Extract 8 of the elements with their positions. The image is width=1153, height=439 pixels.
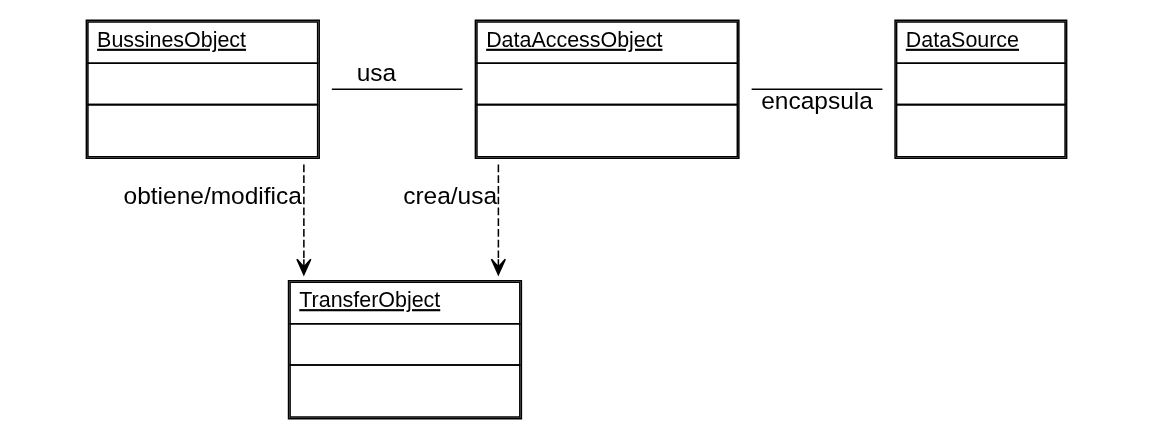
edge-label: usa — [356, 59, 397, 87]
arrow — [490, 163, 507, 276]
edge-label: crea/usa — [403, 181, 498, 209]
connector — [750, 88, 884, 91]
edge-label: encapsula — [761, 86, 873, 114]
arrow — [296, 163, 312, 276]
connector — [331, 88, 464, 91]
edge-label: obtiene/modifica — [123, 181, 302, 209]
